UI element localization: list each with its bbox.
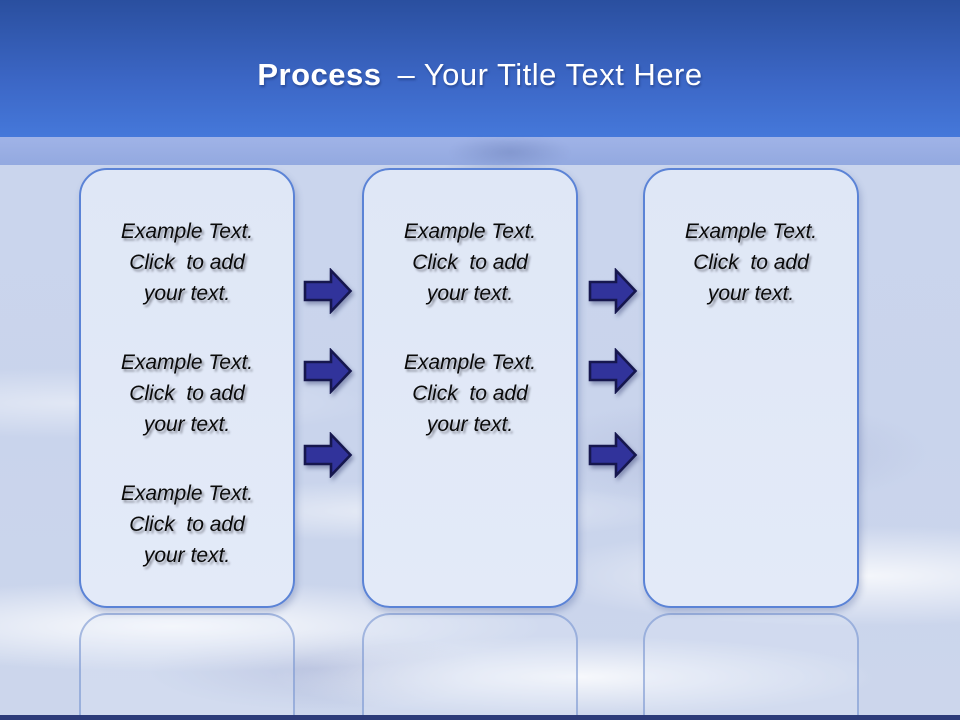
title-keyword: Process bbox=[257, 56, 382, 92]
box-2-reflection bbox=[362, 613, 578, 720]
text-placeholder[interactable]: Example Text. Click to add your text. bbox=[403, 220, 537, 305]
title-subtitle: – Your Title Text Here bbox=[397, 56, 703, 92]
process-box-2[interactable]: Example Text. Click to add your text. Ex… bbox=[362, 168, 578, 608]
text-placeholder[interactable]: Example Text. Click to add your text. bbox=[120, 482, 254, 567]
right-arrow-icon bbox=[303, 348, 353, 394]
page-title: Process – Your Title Text Here bbox=[257, 57, 702, 93]
right-arrow-icon bbox=[303, 432, 353, 478]
text-placeholder[interactable]: Example Text. Click to add your text. bbox=[120, 220, 254, 305]
right-arrow-icon bbox=[588, 348, 638, 394]
process-box-1[interactable]: Example Text. Click to add your text. Ex… bbox=[79, 168, 295, 608]
right-arrow-icon bbox=[303, 268, 353, 314]
box-1-reflection bbox=[79, 613, 295, 720]
text-placeholder[interactable]: Example Text. Click to add your text. bbox=[120, 351, 254, 436]
text-placeholder[interactable]: Example Text. Click to add your text. bbox=[684, 220, 818, 305]
right-arrow-icon bbox=[588, 432, 638, 478]
bottle-watermark bbox=[430, 139, 590, 165]
right-arrow-icon bbox=[588, 268, 638, 314]
header-strip bbox=[0, 137, 960, 165]
process-box-3[interactable]: Example Text. Click to add your text. bbox=[643, 168, 859, 608]
box-3-reflection bbox=[643, 613, 859, 720]
title-banner: Process – Your Title Text Here bbox=[0, 0, 960, 137]
footer-bar bbox=[0, 715, 960, 720]
text-placeholder[interactable]: Example Text. Click to add your text. bbox=[403, 351, 537, 436]
